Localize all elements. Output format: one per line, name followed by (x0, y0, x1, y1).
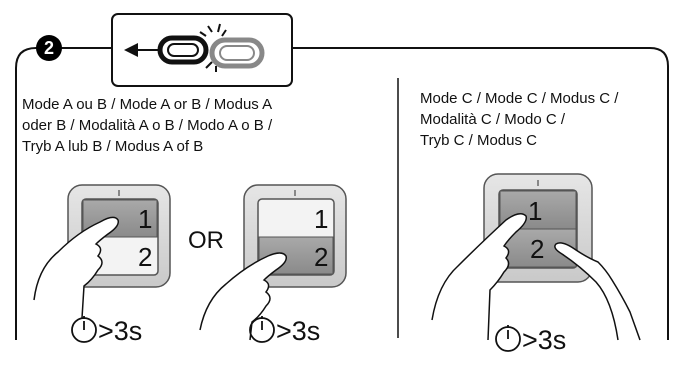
arrow-left-icon (124, 43, 158, 57)
link-break-icon (157, 23, 265, 72)
unlink-icon-box (111, 13, 293, 87)
or-label: OR (188, 227, 224, 254)
remote2-button-top: 1 (314, 204, 328, 234)
timer-label-1: >3s (98, 316, 143, 346)
remote-c-both: 1 2 (431, 173, 641, 341)
remote1-button-top: 1 (138, 204, 152, 234)
remote2-button-bottom: 2 (314, 242, 328, 272)
hand-icon (554, 242, 641, 341)
remote-ab-button1: 1 2 (33, 184, 171, 319)
mode-c-text: Mode C / Mode C / Modus C / Modalità C /… (420, 90, 619, 149)
remote3-button-bottom: 2 (530, 234, 544, 264)
remote1-button-bottom: 2 (138, 242, 152, 272)
remote3-button-top: 1 (528, 196, 542, 226)
hand-icon (33, 216, 120, 319)
hand-icon (431, 213, 528, 341)
mode-ab-text: Mode A ou B / Mode A or B / Modus A oder… (22, 96, 273, 155)
step-number-badge: 2 (36, 35, 62, 61)
hand-icon (199, 252, 288, 341)
clock-icon (71, 316, 97, 343)
timer-label-2: >3s (276, 316, 321, 346)
remote-ab-button2: 1 2 (199, 184, 347, 341)
clock-icon (495, 325, 521, 352)
clock-icon (249, 316, 275, 343)
outer-frame (15, 47, 669, 340)
timer-label-3: >3s (522, 325, 567, 355)
